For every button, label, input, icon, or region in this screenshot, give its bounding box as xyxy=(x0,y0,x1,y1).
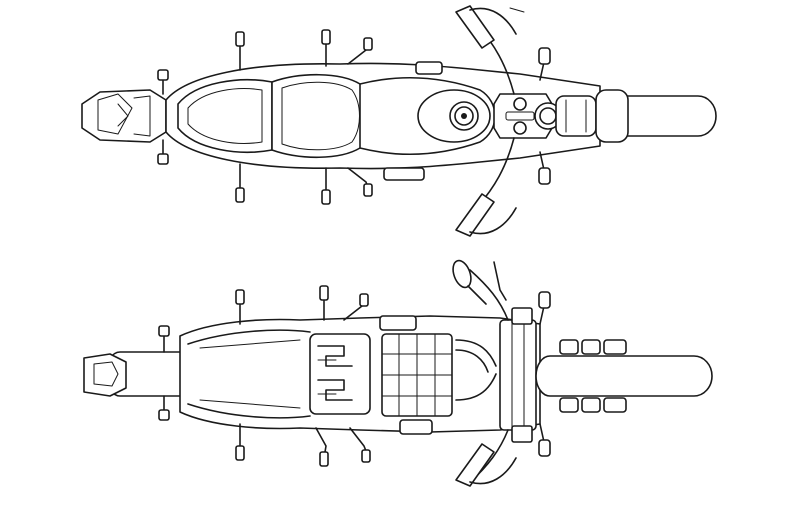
bottom-rear-signal-upper xyxy=(158,325,170,353)
top-front-signal-lower xyxy=(538,151,551,185)
top-rear-turn-signal-lower xyxy=(157,139,169,165)
radiator-grid xyxy=(381,333,453,417)
bottom-front-signal-lower xyxy=(538,423,551,457)
top-front-signal-upper xyxy=(538,47,551,81)
bottom-front-signal-upper xyxy=(538,291,551,325)
bottom-front-fork xyxy=(499,307,537,443)
bottom-view xyxy=(83,259,713,487)
top-headlight xyxy=(595,89,629,143)
top-triple-clamp xyxy=(493,93,553,139)
instrument-cluster xyxy=(534,95,597,137)
top-front-tire xyxy=(599,95,717,137)
top-footpegs-lower xyxy=(235,163,425,205)
top-left-grip xyxy=(455,5,525,49)
bottom-grip xyxy=(455,443,517,487)
top-rear-turn-signal-upper xyxy=(157,69,169,95)
bottom-mirror xyxy=(452,259,507,305)
fuel-cap xyxy=(449,101,479,131)
top-fuel-tank xyxy=(271,73,370,159)
top-tail-section xyxy=(81,89,167,143)
swingarm xyxy=(187,329,311,419)
bottom-rear-fender xyxy=(83,353,127,397)
front-calipers xyxy=(559,339,627,413)
bottom-rear-signal-lower xyxy=(158,395,170,421)
top-view xyxy=(81,5,717,237)
bottom-footpegs-lower xyxy=(235,423,371,467)
engine-sump xyxy=(309,333,371,415)
bottom-footpegs-upper xyxy=(235,285,369,325)
top-footpegs-upper xyxy=(235,29,443,75)
top-right-grip xyxy=(455,193,517,237)
exhaust-headers xyxy=(379,315,497,435)
bottom-front-tire xyxy=(535,355,713,397)
